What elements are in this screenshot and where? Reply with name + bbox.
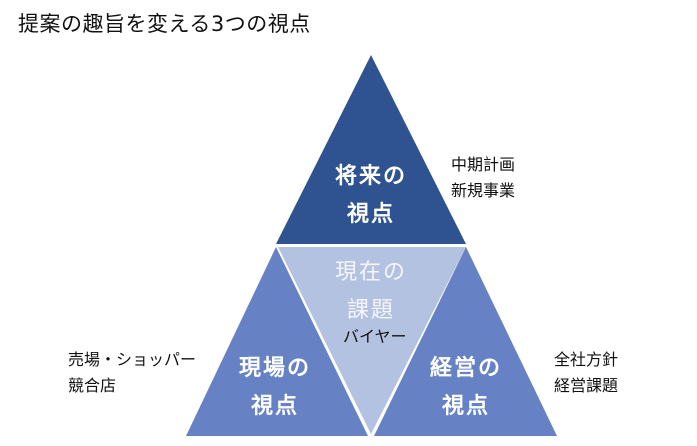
triangle-field-label: 現場の 視点 <box>215 350 335 426</box>
label-line: 現場の <box>238 356 311 381</box>
label-line: 現在の <box>334 260 407 285</box>
annotation-line: 経営課題 <box>554 376 619 395</box>
triangle-management-label: 経営の 視点 <box>406 350 526 426</box>
triangle-future-label: 将来の 視点 <box>311 158 431 234</box>
triangle-management <box>374 247 557 436</box>
label-line: 経営の <box>429 356 502 381</box>
annotation-line: 競合店 <box>68 376 117 395</box>
annotation-line: 新規事業 <box>451 181 516 200</box>
triangle-current-label: 現在の 課題 <box>311 254 431 330</box>
label-line: 視点 <box>346 202 395 227</box>
annotation-line: 売場・ショッパー <box>68 350 197 369</box>
annotation-line: 全社方針 <box>554 350 619 369</box>
triangle-field <box>186 247 368 436</box>
label-line: 視点 <box>441 394 490 419</box>
triangle-future <box>276 55 466 244</box>
triangle-current <box>278 247 466 434</box>
annotation-management: 全社方針 経営課題 <box>554 347 618 399</box>
annotation-field: 売場・ショッパー 競合店 <box>68 347 196 399</box>
annotation-line: 中期計画 <box>451 155 516 174</box>
annotation-buyer: バイヤー <box>343 327 407 346</box>
label-line: 課題 <box>346 298 395 323</box>
label-line: 将来の <box>334 164 407 189</box>
label-line: 視点 <box>250 394 299 419</box>
annotation-future: 中期計画 新規事業 <box>451 152 515 204</box>
page-title: 提案の趣旨を変える3つの視点 <box>18 12 311 36</box>
